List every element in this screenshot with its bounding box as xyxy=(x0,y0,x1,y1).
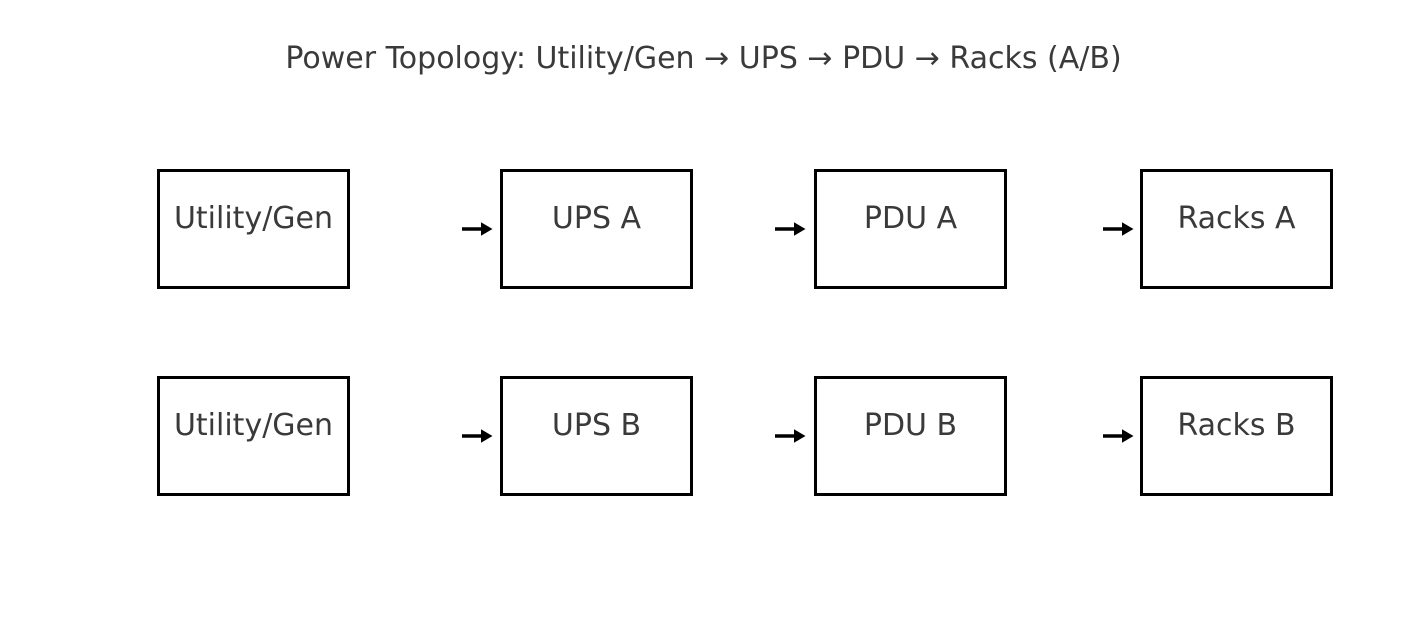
arrow-pdu-to-racks-a-icon xyxy=(1102,220,1134,238)
node-label: Racks A xyxy=(1177,201,1296,236)
arrow-ups-to-pdu-a-icon xyxy=(774,220,806,238)
arrow-utility-to-ups-a-icon xyxy=(461,220,493,238)
node-pdu-b: PDU B xyxy=(814,376,1007,496)
node-label: PDU A xyxy=(863,201,958,236)
node-ups-b: UPS B xyxy=(500,376,693,496)
node-racks-b: Racks B xyxy=(1140,376,1333,496)
node-label: PDU B xyxy=(863,408,958,443)
node-racks-a: Racks A xyxy=(1140,169,1333,289)
node-pdu-a: PDU A xyxy=(814,169,1007,289)
node-utility-gen-b: Utility/Gen xyxy=(157,376,350,496)
node-label: Utility/Gen xyxy=(173,201,334,236)
node-label: Utility/Gen xyxy=(173,408,334,443)
node-ups-a: UPS A xyxy=(500,169,693,289)
arrow-ups-to-pdu-b-icon xyxy=(774,427,806,445)
node-label: Racks B xyxy=(1177,408,1296,443)
node-label: UPS B xyxy=(551,408,642,443)
arrow-pdu-to-racks-b-icon xyxy=(1102,427,1134,445)
arrow-utility-to-ups-b-icon xyxy=(461,427,493,445)
node-label: UPS A xyxy=(551,201,642,236)
node-utility-gen-a: Utility/Gen xyxy=(157,169,350,289)
diagram-title: Power Topology: Utility/Gen → UPS → PDU … xyxy=(285,41,1122,76)
